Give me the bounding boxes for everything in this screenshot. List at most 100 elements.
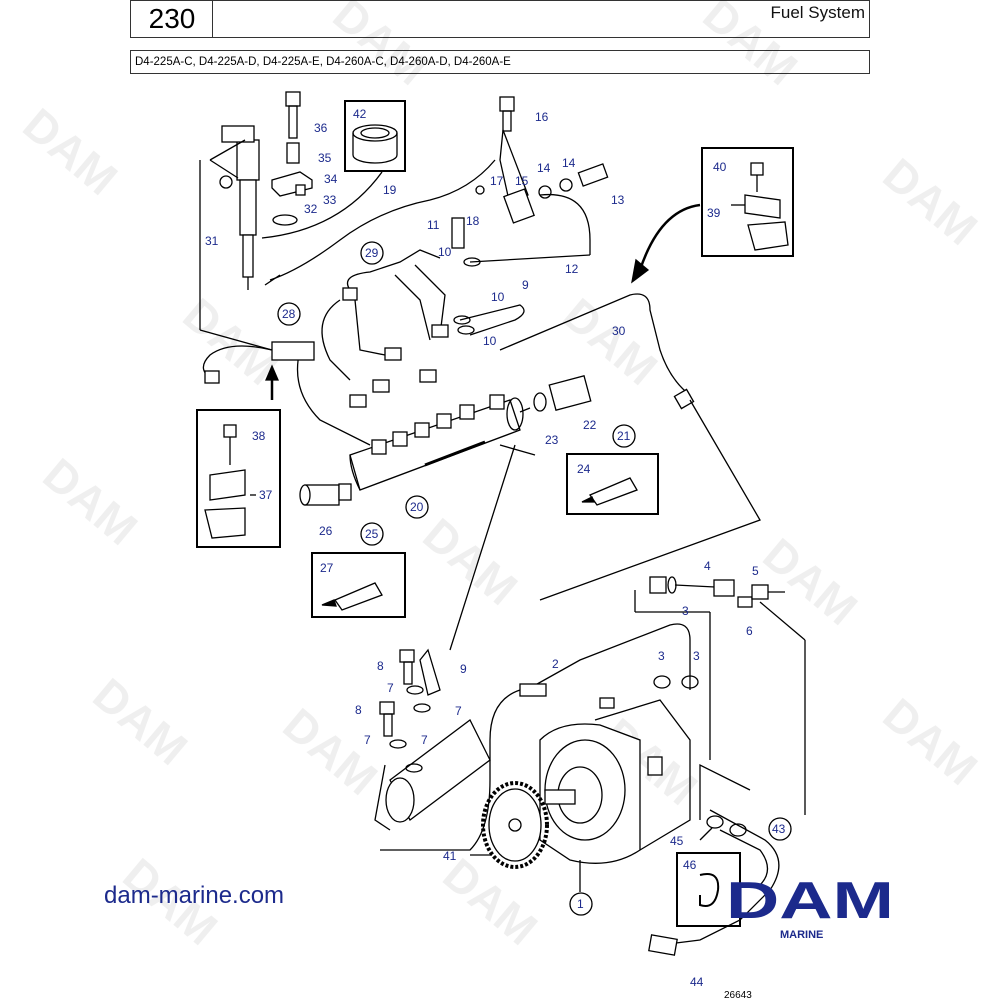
callout-19: 19 bbox=[383, 183, 397, 197]
callout-14: 14 bbox=[562, 156, 576, 170]
callout-7: 7 bbox=[364, 733, 371, 747]
callout-6: 6 bbox=[746, 624, 753, 638]
callout-20: 20 bbox=[410, 500, 424, 514]
callout-1: 1 bbox=[577, 897, 584, 911]
callout-11: 11 bbox=[427, 218, 440, 232]
callout-labels: 1 2 3 3 3 4 5 6 7 7 7 7 8 8 9 9 10 10 10… bbox=[205, 107, 786, 989]
callout-45: 45 bbox=[670, 834, 684, 848]
fuel-line-nut bbox=[519, 683, 547, 697]
callout-46: 46 bbox=[683, 858, 697, 872]
injector-clamp-parts bbox=[271, 91, 313, 226]
callout-13: 13 bbox=[611, 193, 625, 207]
page-number-box: 230 bbox=[130, 0, 214, 38]
callout-24: 24 bbox=[577, 462, 591, 476]
logo-subtext: MARINE bbox=[780, 929, 824, 941]
models-box: D4-225A-C, D4-225A-D, D4-225A-E, D4-260A… bbox=[130, 50, 870, 74]
fuel-line-2-lower bbox=[380, 689, 521, 851]
watermark: DAM bbox=[434, 848, 548, 955]
callout-41: 41 bbox=[443, 849, 457, 863]
line-art bbox=[196, 91, 806, 956]
callout-31: 31 bbox=[205, 234, 219, 248]
callout-7: 7 bbox=[387, 681, 394, 695]
callout-33: 33 bbox=[323, 193, 337, 207]
watermark: DAM bbox=[754, 528, 868, 635]
banjo-assembly bbox=[469, 96, 609, 263]
clamp-box-37 bbox=[196, 364, 281, 548]
callout-28: 28 bbox=[282, 307, 296, 321]
callout-26: 26 bbox=[319, 524, 333, 538]
sealant-box-27 bbox=[311, 552, 406, 618]
callout-3: 3 bbox=[658, 649, 665, 663]
hose-leader bbox=[699, 763, 751, 820]
callout-32: 32 bbox=[304, 202, 318, 216]
callout-3: 3 bbox=[693, 649, 700, 663]
harness-connector bbox=[199, 139, 315, 384]
callout-30: 30 bbox=[612, 324, 626, 338]
engine-models: D4-225A-C, D4-225A-D, D4-225A-E, D4-260A… bbox=[135, 56, 511, 68]
pump-fittings bbox=[634, 576, 806, 815]
fuel-line-30 bbox=[499, 293, 691, 396]
callout-15: 15 bbox=[515, 174, 529, 188]
page-title: Fuel System bbox=[770, 3, 865, 22]
sealant-box-24 bbox=[566, 453, 659, 515]
callout-27: 27 bbox=[320, 561, 334, 575]
high-pressure-pump bbox=[539, 697, 691, 892]
dam-marine-logo: DAM bbox=[726, 874, 894, 926]
callout-21: 21 bbox=[617, 429, 631, 443]
callout-29: 29 bbox=[365, 246, 379, 260]
watermark: DAM bbox=[874, 148, 988, 255]
callout-36: 36 bbox=[314, 121, 328, 135]
callout-35: 35 bbox=[318, 151, 332, 165]
callout-8: 8 bbox=[377, 659, 384, 673]
return-hose-end bbox=[264, 274, 281, 286]
callout-44: 44 bbox=[690, 975, 704, 989]
injector bbox=[209, 125, 260, 290]
callout-25: 25 bbox=[365, 527, 379, 541]
clamp-box-39 bbox=[701, 147, 794, 257]
callout-12: 12 bbox=[565, 262, 579, 276]
callout-23: 23 bbox=[545, 433, 559, 447]
callout-17: 17 bbox=[490, 174, 504, 188]
callout-3: 3 bbox=[682, 604, 689, 618]
fuel-line-nut bbox=[673, 388, 695, 410]
arrow-head bbox=[631, 258, 650, 284]
watermark: DAM bbox=[84, 668, 198, 775]
callout-38: 38 bbox=[252, 429, 266, 443]
callout-10: 10 bbox=[491, 290, 505, 304]
watermark: DAM bbox=[694, 0, 808, 95]
arrow-to-39 bbox=[638, 203, 701, 271]
leader-line bbox=[539, 399, 761, 601]
callout-43: 43 bbox=[772, 822, 786, 836]
page-number: 230 bbox=[148, 3, 196, 34]
callout-39: 39 bbox=[707, 206, 721, 220]
callout-37: 37 bbox=[259, 488, 273, 502]
callout-9: 9 bbox=[522, 278, 529, 292]
callout-4: 4 bbox=[704, 559, 711, 573]
reference-number: 26643 bbox=[724, 990, 752, 1001]
watermark: DAM bbox=[34, 448, 148, 555]
fuel-line-2 bbox=[529, 623, 691, 690]
callout-9: 9 bbox=[460, 662, 467, 676]
callout-7: 7 bbox=[455, 704, 462, 718]
callout-8: 8 bbox=[355, 703, 362, 717]
callout-5: 5 bbox=[752, 564, 759, 578]
return-hose bbox=[269, 159, 496, 281]
callout-18: 18 bbox=[466, 214, 480, 228]
callout-16: 16 bbox=[535, 110, 549, 124]
website-link[interactable]: dam-marine.com bbox=[104, 882, 285, 909]
callout-7: 7 bbox=[421, 733, 428, 747]
callout-40: 40 bbox=[713, 160, 727, 174]
watermark: DAM bbox=[324, 0, 438, 95]
callout-10: 10 bbox=[483, 334, 497, 348]
logo-text: DAM bbox=[726, 874, 894, 926]
pump-gear bbox=[470, 781, 549, 869]
callout-34: 34 bbox=[324, 172, 338, 186]
callout-14: 14 bbox=[537, 161, 551, 175]
fuel-rail bbox=[349, 394, 524, 491]
pressure-pipes bbox=[296, 249, 449, 446]
seal-box bbox=[261, 100, 406, 239]
watermark: DAM bbox=[14, 98, 128, 205]
rail-leader bbox=[449, 444, 536, 651]
watermark: DAM bbox=[414, 508, 528, 615]
callout-circles bbox=[277, 241, 792, 916]
